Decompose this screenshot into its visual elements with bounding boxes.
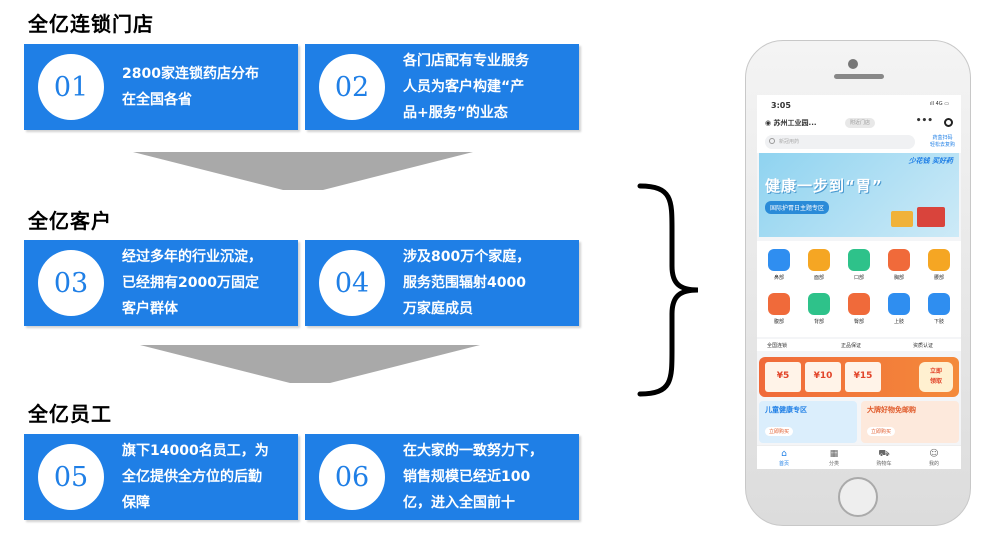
hip-icon — [848, 293, 870, 315]
home-button[interactable] — [838, 477, 878, 517]
section-title-customers: 全亿客户 — [28, 209, 112, 233]
card-text: 涉及800万个家庭， 服务范围辐射4000 万家庭成员 — [403, 249, 531, 317]
coupon-strip: ¥5 ¥10 ¥15 立即 领取 — [759, 357, 959, 397]
card-number: 03 — [38, 250, 104, 316]
section-title-employees: 全亿员工 — [28, 402, 112, 426]
funnel-arrow-2 — [140, 345, 480, 383]
more-icon[interactable]: ••• — [915, 116, 933, 126]
back-icon — [808, 293, 830, 315]
promo-card-brands[interactable]: 大牌好物免邮购 立即购买 — [861, 401, 959, 443]
card-number: 06 — [319, 444, 385, 510]
coupon-card[interactable]: ¥10 — [805, 362, 841, 392]
product-box-icon — [917, 207, 945, 227]
tab-profile[interactable]: ☺我的 — [919, 448, 949, 467]
category-item[interactable]: 上肢 — [881, 293, 917, 325]
card-number: 01 — [38, 54, 104, 120]
category-item[interactable]: 鼻部 — [761, 249, 797, 281]
app-top-bar: ◉ 苏州工业园... 附近门店 ••• — [757, 115, 961, 131]
banner-chip: 国际护胃日主题专区 — [765, 201, 830, 214]
search-bar: 新冠用药 药盒扫码 轻松去复购 — [757, 131, 961, 153]
card-01: 01 2800家连锁药店分布 在全国各省 — [24, 44, 298, 130]
card-number: 02 — [319, 54, 385, 120]
coupon-card[interactable]: ¥15 — [845, 362, 881, 392]
trust-item: 全国连锁 — [767, 343, 788, 349]
scan-button[interactable]: 药盒扫码 轻松去复购 — [929, 135, 955, 148]
grid-icon: ▦ — [829, 449, 839, 459]
card-text: 2800家连锁药店分布 在全国各省 — [122, 66, 259, 108]
location-selector[interactable]: ◉ 苏州工业园... — [765, 119, 817, 127]
search-input[interactable]: 新冠用药 — [765, 135, 915, 149]
tab-cart[interactable]: ⛟购物车 — [869, 448, 899, 467]
card-text: 旗下14000名员工，为 全亿提供全方位的后勤 保障 — [122, 443, 269, 511]
status-bar: 3:05 ıll 4G ▭ — [757, 95, 961, 115]
trust-item: 正品保证 — [841, 343, 862, 349]
coupon-card[interactable]: ¥5 — [765, 362, 801, 392]
category-item[interactable]: 臀部 — [841, 293, 877, 325]
banner-slogan: 少花钱 买好药 — [908, 157, 953, 165]
tab-category[interactable]: ▦分类 — [819, 448, 849, 467]
card-text: 经过多年的行业沉淀， 已经拥有2000万固定 客户群体 — [122, 249, 262, 317]
waist-icon — [928, 249, 950, 271]
curly-brace — [637, 183, 699, 397]
trust-item: 资质认证 — [913, 343, 934, 349]
category-item[interactable]: 胸部 — [881, 249, 917, 281]
promo-banner[interactable]: 少花钱 买好药 健康一步到“胃” 国际护胃日主题专区 — [759, 153, 959, 237]
card-number: 04 — [319, 250, 385, 316]
card-02: 02 各门店配有专业服务 人员为客户构建“产 品+服务”的业态 — [305, 44, 579, 130]
chest-icon — [888, 249, 910, 271]
target-icon[interactable] — [944, 118, 953, 127]
promo-card-children[interactable]: 儿童健康专区 立即购买 — [759, 401, 857, 443]
mouth-icon — [848, 249, 870, 271]
user-icon: ☺ — [929, 449, 939, 459]
funnel-arrow-1 — [133, 152, 473, 190]
category-item[interactable]: 背部 — [801, 293, 837, 325]
status-time: 3:05 — [771, 101, 791, 110]
signal-icon: ıll 4G ▭ — [929, 101, 949, 107]
category-item[interactable]: 腰部 — [921, 249, 957, 281]
card-text: 在大家的一致努力下， 销售规模已经近100 亿，进入全国前十 — [403, 443, 543, 511]
search-icon — [769, 138, 775, 144]
product-box-icon — [891, 211, 913, 227]
camera-icon — [848, 59, 858, 69]
category-item[interactable]: 下肢 — [921, 293, 957, 325]
stomach-icon — [768, 293, 790, 315]
category-item[interactable]: 口部 — [841, 249, 877, 281]
nose-icon — [768, 249, 790, 271]
phone-mockup: 3:05 ıll 4G ▭ ◉ 苏州工业园... 附近门店 ••• 新冠用药 药… — [745, 40, 971, 526]
speaker-grille — [834, 74, 884, 79]
home-icon: ⌂ — [781, 449, 787, 459]
bottom-tab-bar: ⌂首页 ▦分类 ⛟购物车 ☺我的 — [757, 445, 961, 469]
leg-icon — [928, 293, 950, 315]
card-05: 05 旗下14000名员工，为 全亿提供全方位的后勤 保障 — [24, 434, 298, 520]
app-screen: 3:05 ıll 4G ▭ ◉ 苏州工业园... 附近门店 ••• 新冠用药 药… — [757, 95, 961, 469]
card-06: 06 在大家的一致努力下， 销售规模已经近100 亿，进入全国前十 — [305, 434, 579, 520]
category-grid: 鼻部 面部 口部 胸部 腰部 腹部 背部 臀部 上肢 下肢 — [757, 241, 961, 337]
section-title-stores: 全亿连锁门店 — [28, 12, 154, 36]
card-04: 04 涉及800万个家庭， 服务范围辐射4000 万家庭成员 — [305, 240, 579, 326]
trust-badges: 全国连锁 正品保证 资质认证 — [757, 339, 961, 351]
category-item[interactable]: 腹部 — [761, 293, 797, 325]
card-number: 05 — [38, 444, 104, 510]
banner-title: 健康一步到“胃” — [765, 177, 883, 195]
card-03: 03 经过多年的行业沉淀， 已经拥有2000万固定 客户群体 — [24, 240, 298, 326]
card-text: 各门店配有专业服务 人员为客户构建“产 品+服务”的业态 — [403, 53, 529, 121]
cart-icon: ⛟ — [878, 449, 890, 459]
face-icon — [808, 249, 830, 271]
nearby-store-chip[interactable]: 附近门店 — [845, 118, 875, 128]
category-item[interactable]: 面部 — [801, 249, 837, 281]
tab-home[interactable]: ⌂首页 — [769, 448, 799, 467]
arm-icon — [888, 293, 910, 315]
claim-coupon-button[interactable]: 立即 领取 — [919, 362, 953, 392]
